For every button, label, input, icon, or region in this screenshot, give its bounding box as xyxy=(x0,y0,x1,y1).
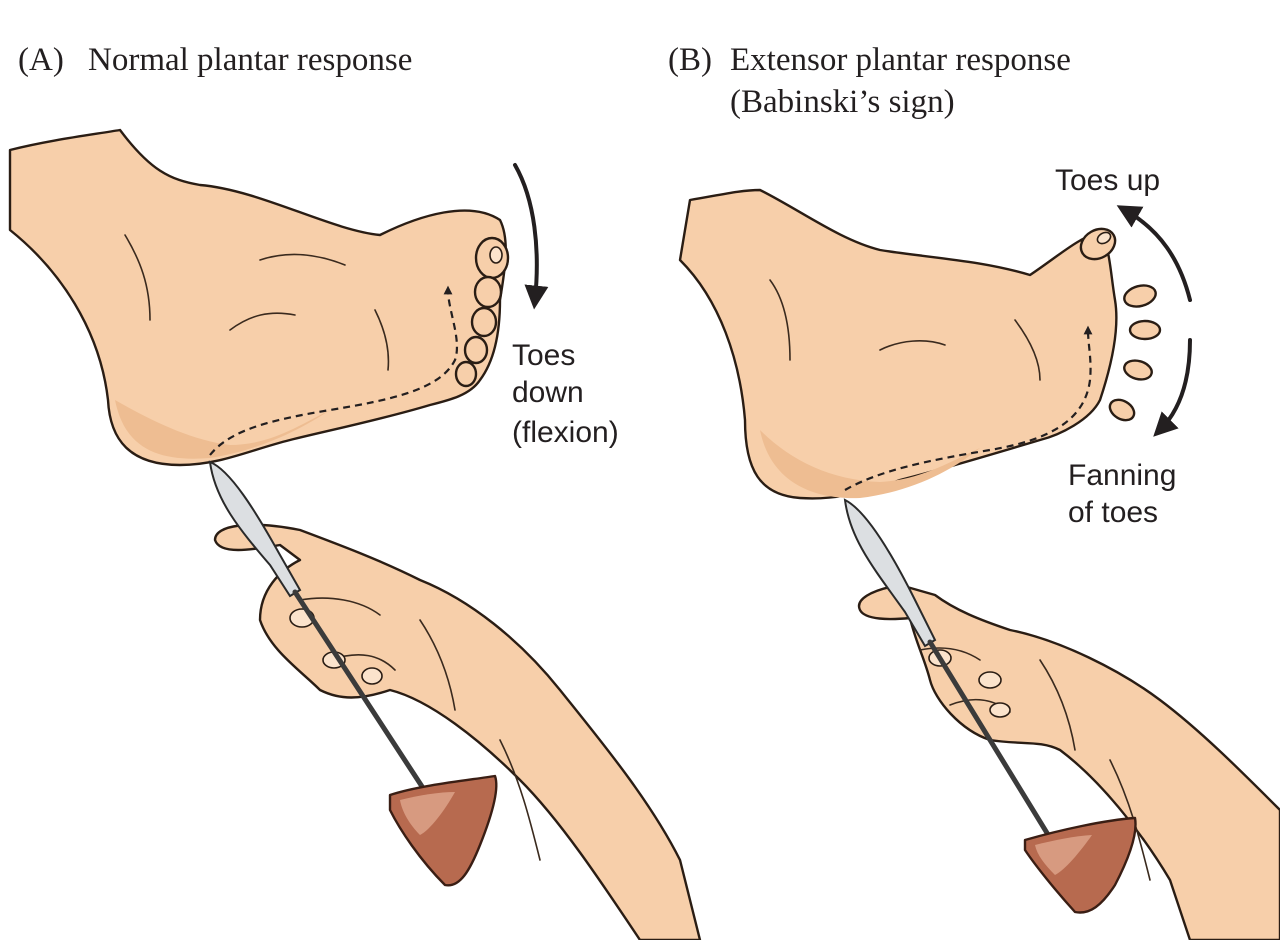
panel-b: (B) Extensor plantar response (Babinski’… xyxy=(668,42,1280,940)
foot-a xyxy=(8,128,510,467)
annotation-a-line-1: Toes xyxy=(512,339,575,372)
annotation-fanning-line-2: of toes xyxy=(1068,496,1158,529)
annotation-toes-up: Toes up xyxy=(1055,164,1160,197)
reflex-hammer-b xyxy=(843,498,1137,914)
hand-b xyxy=(857,583,1280,940)
foot-b xyxy=(678,188,1162,500)
annotation-a-line-3: (flexion) xyxy=(512,416,619,449)
panel-a: (A) Normal plantar response Toes down (f xyxy=(8,42,702,940)
annotation-fanning: Fanning of toes xyxy=(1068,459,1176,529)
toes-down-arrow xyxy=(513,163,549,310)
panel-b-letter: (B) xyxy=(668,42,712,78)
panel-a-letter: (A) xyxy=(18,42,64,78)
fanning-arrow xyxy=(1153,338,1192,437)
panel-b-title-line-2: (Babinski’s sign) xyxy=(730,84,955,120)
annotation-a-line-2: down xyxy=(512,376,584,409)
toes-up-arrow xyxy=(1116,205,1192,302)
reflex-hammer-a xyxy=(208,460,498,887)
panel-b-title-line-1: Extensor plantar response xyxy=(730,42,1071,78)
annotation-toes-down: Toes down (flexion) xyxy=(512,339,619,449)
panel-a-title: Normal plantar response xyxy=(88,42,412,78)
annotation-fanning-line-1: Fanning xyxy=(1068,459,1176,492)
